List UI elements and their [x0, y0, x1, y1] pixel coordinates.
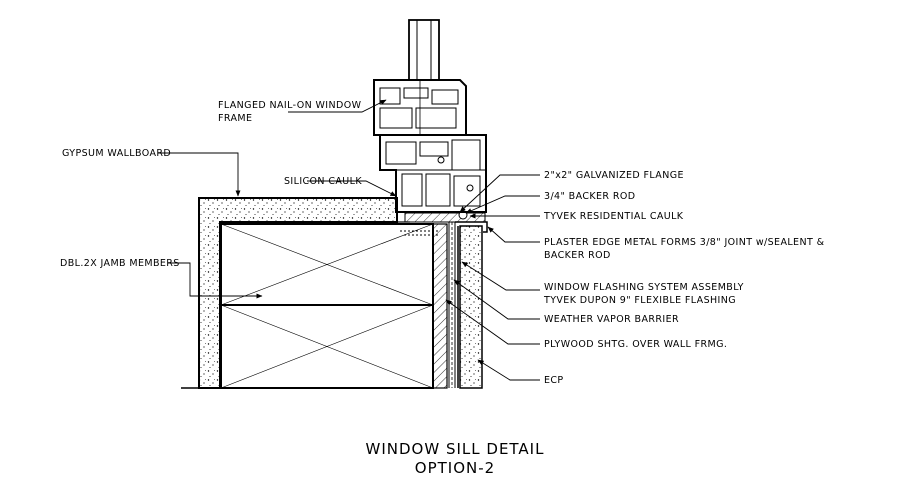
label-gypsum-wallboard: GYPSUM WALLBOARD [62, 148, 171, 159]
label-ecp: ECP [544, 375, 564, 386]
label-window-frame-line1: FLANGED NAIL-ON WINDOW [218, 100, 362, 111]
gypsum-wallboard [181, 197, 398, 389]
window-frame [373, 19, 487, 213]
title-line2: OPTION-2 [415, 459, 495, 477]
title-line1: WINDOW SILL DETAIL [366, 440, 545, 458]
label-plaster-edge-line1: PLASTER EDGE METAL FORMS 3/8" JOINT w/SE… [544, 237, 825, 248]
label-flashing-line1: WINDOW FLASHING SYSTEM ASSEMBLY [544, 282, 744, 293]
label-galvanized-flange: 2"x2" GALVANIZED FLANGE [544, 170, 684, 181]
label-plaster-edge-line2: BACKER ROD [544, 250, 611, 261]
exterior-cement-plaster [459, 225, 483, 389]
label-window-frame-line2: FRAME [218, 113, 252, 124]
plywood-sheathing [432, 223, 448, 389]
jamb-members [220, 223, 434, 389]
drawing-title: WINDOW SILL DETAIL OPTION-2 [366, 440, 545, 477]
annotation-labels: FLANGED NAIL-ON WINDOW FRAME GYPSUM WALL… [60, 100, 825, 386]
label-jamb-members: DBL.2X JAMB MEMBERS [60, 258, 180, 269]
label-plywood: PLYWOOD SHTG. OVER WALL FRMG. [544, 339, 727, 350]
label-vapor-barrier: WEATHER VAPOR BARRIER [544, 314, 679, 325]
label-backer-rod: 3/4" BACKER ROD [544, 191, 635, 202]
leader-lines [158, 99, 540, 381]
label-silicon-caulk: SILICON CAULK [284, 176, 362, 187]
label-tyvek-caulk: TYVEK RESIDENTIAL CAULK [543, 211, 684, 222]
label-flashing-line2: TYVEK DUPON 9" FLEXIBLE FLASHING [543, 295, 736, 306]
